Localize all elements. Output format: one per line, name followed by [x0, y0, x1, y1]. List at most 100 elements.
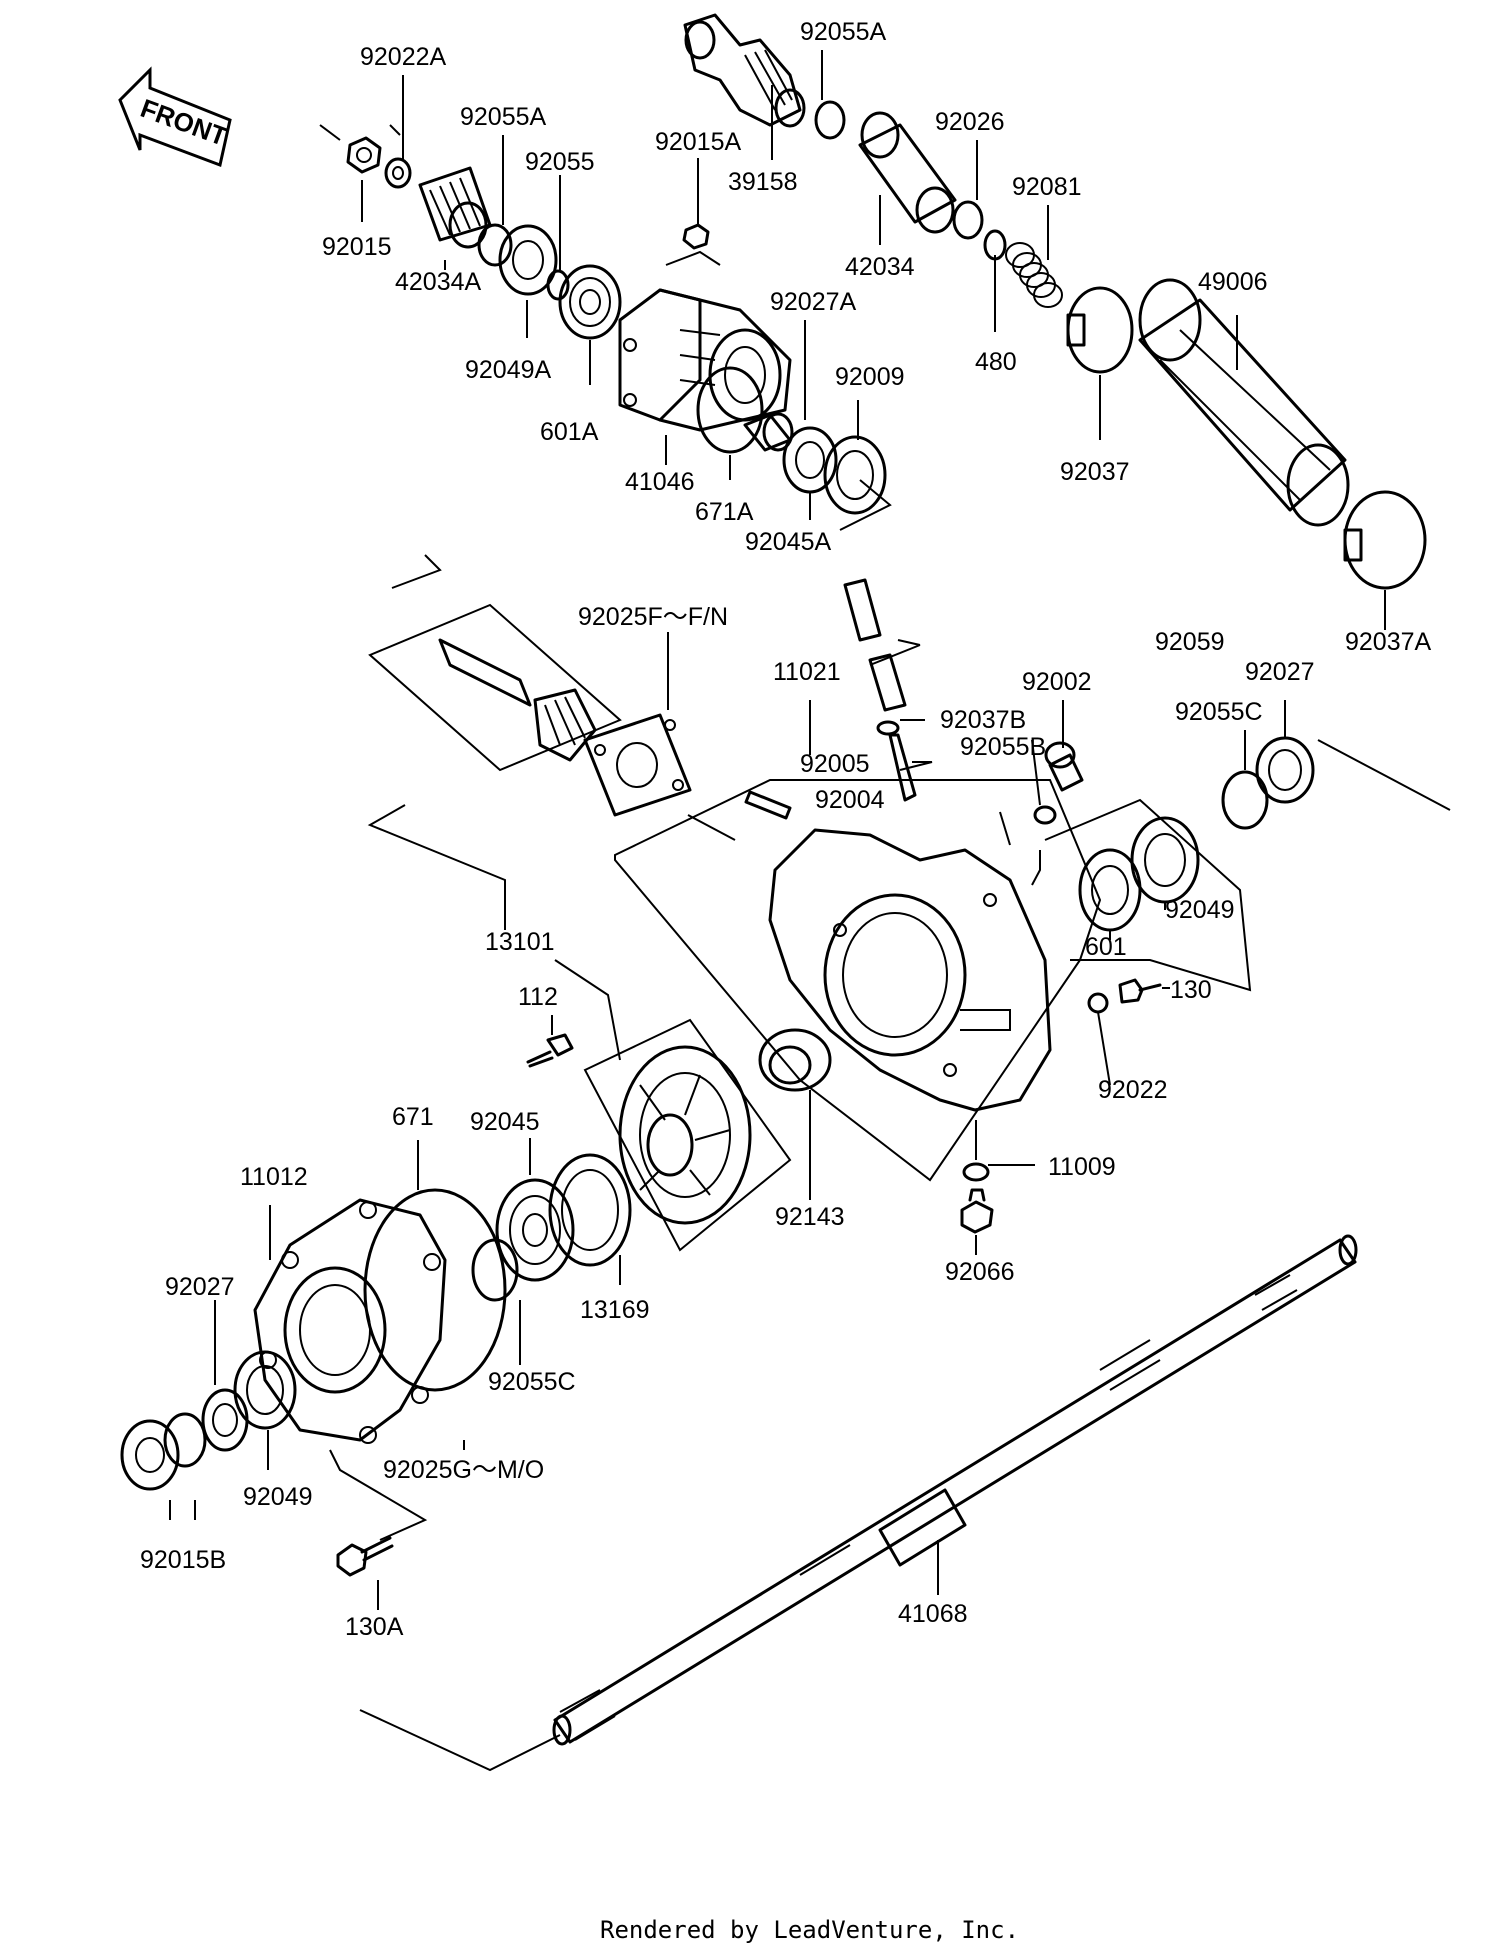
label-92022A: 92022A [360, 43, 447, 71]
nut-92015 [346, 136, 382, 174]
oil-seal-92049-left [233, 1350, 297, 1430]
label-130A: 130A [345, 1613, 404, 1641]
label-42034: 42034 [845, 253, 915, 281]
leader-lines [169, 50, 1451, 1772]
label-92025G: 92025G～M/O [383, 1456, 544, 1484]
oil-seal-92049A [498, 224, 558, 296]
label-41068: 41068 [898, 1600, 968, 1628]
label-92026: 92026 [935, 108, 1005, 136]
bearing-601A [558, 264, 622, 340]
cap-92002 [1044, 741, 1084, 792]
label-92015A: 92015A [655, 128, 742, 156]
cover-11012 [253, 1198, 447, 1444]
label-92049A: 92049A [465, 356, 552, 384]
label-92027A: 92027A [770, 288, 857, 316]
label-92049-l: 92049 [243, 1483, 313, 1511]
bolt-112 [526, 1033, 574, 1068]
pinion-gear [438, 638, 597, 762]
washer-92022A [384, 157, 412, 189]
stud-92004 [744, 790, 792, 820]
label-92055: 92055 [525, 148, 595, 176]
clamp-92037A [1343, 490, 1427, 590]
label-92059: 92059 [1155, 628, 1225, 656]
shim-92025F [583, 713, 692, 817]
label-92015B: 92015B [140, 1546, 226, 1574]
bracket-ring-gear [583, 1018, 792, 1252]
collar-92027-right [1255, 736, 1315, 804]
axle-shaft-41068 [552, 1234, 1358, 1746]
footer-credit: Rendered by LeadVenture, Inc. [600, 1916, 1019, 1944]
nut-92015A [682, 223, 710, 250]
label-92015: 92015 [322, 233, 392, 261]
oring-671 [363, 1188, 507, 1392]
label-92055A-a: 92055A [460, 103, 547, 131]
label-11012: 11012 [240, 1163, 308, 1191]
breather-92005 [876, 720, 917, 802]
ring-92026 [952, 200, 984, 240]
label-13169: 13169 [580, 1296, 650, 1324]
label-92055A-b: 92055A [800, 18, 887, 46]
housing-41046 [618, 288, 792, 432]
ring-gear-13101 [618, 1045, 752, 1225]
shim-13169 [548, 1153, 632, 1267]
label-92005: 92005 [800, 750, 870, 778]
washer-92022 [1087, 992, 1109, 1014]
collar-92143 [758, 1028, 832, 1092]
spring-92081 [1005, 242, 1063, 308]
label-92049-r: 92049 [1165, 896, 1235, 924]
oring-671A [696, 366, 764, 454]
label-92004: 92004 [815, 786, 885, 814]
label-92009: 92009 [835, 363, 905, 391]
universal-joint-39158 [683, 13, 806, 128]
label-92055C-r: 92055C [1175, 698, 1263, 726]
label-49006: 49006 [1198, 268, 1268, 296]
final-gear-case-11021 [614, 779, 1102, 1182]
label-41046: 41046 [625, 468, 695, 496]
label-92037A: 92037A [1345, 628, 1432, 656]
sleeve-42034 [858, 111, 957, 234]
label-92045: 92045 [470, 1108, 540, 1136]
label-671A: 671A [695, 498, 754, 526]
label-671: 671 [392, 1103, 434, 1131]
circlip-480 [983, 229, 1007, 261]
label-13101: 13101 [485, 928, 555, 956]
label-601: 601 [1085, 933, 1127, 961]
bearing-92045 [495, 1178, 575, 1282]
label-601A: 601A [540, 418, 599, 446]
label-92025F: 92025F～F/N [578, 603, 728, 631]
label-92055B: 92055B [960, 733, 1046, 761]
label-92143: 92143 [775, 1203, 845, 1231]
label-42034A: 42034A [395, 268, 482, 296]
gasket-11009 [962, 1162, 990, 1182]
label-480: 480 [975, 348, 1017, 376]
front-arrow-badge: FRONT [118, 66, 232, 168]
oring-92055C-right [1221, 770, 1269, 830]
seal-92009 [823, 435, 887, 515]
pins-92059 [843, 578, 907, 712]
label-112: 112 [518, 983, 558, 1011]
oil-seal-92049-right [1130, 816, 1200, 904]
drain-plug-92066 [960, 1188, 994, 1234]
bracket-right-bearing [1044, 798, 1252, 992]
part-labels: 92022A 92055A 92015 92055 42034A 92049A … [140, 18, 1432, 1641]
oring-92055A-upper [814, 100, 846, 140]
label-92045A: 92045A [745, 528, 832, 556]
label-11009: 11009 [1048, 1153, 1116, 1181]
bolt-130 [1118, 978, 1162, 1004]
label-92081: 92081 [1012, 173, 1082, 201]
clamp-92037 [1066, 286, 1134, 374]
label-92002: 92002 [1022, 668, 1092, 696]
boot-49006 [1138, 278, 1350, 527]
label-11021: 11021 [773, 658, 841, 686]
label-92027-l: 92027 [165, 1273, 235, 1301]
oring-92055B [1033, 805, 1057, 825]
label-92066: 92066 [945, 1258, 1015, 1286]
oring-92055 [546, 269, 570, 301]
label-130: 130 [1170, 976, 1212, 1004]
bracket-pinion [368, 603, 622, 772]
bolt-130A [336, 1536, 394, 1577]
label-39158: 39158 [728, 168, 798, 196]
label-92022: 92022 [1098, 1076, 1168, 1104]
